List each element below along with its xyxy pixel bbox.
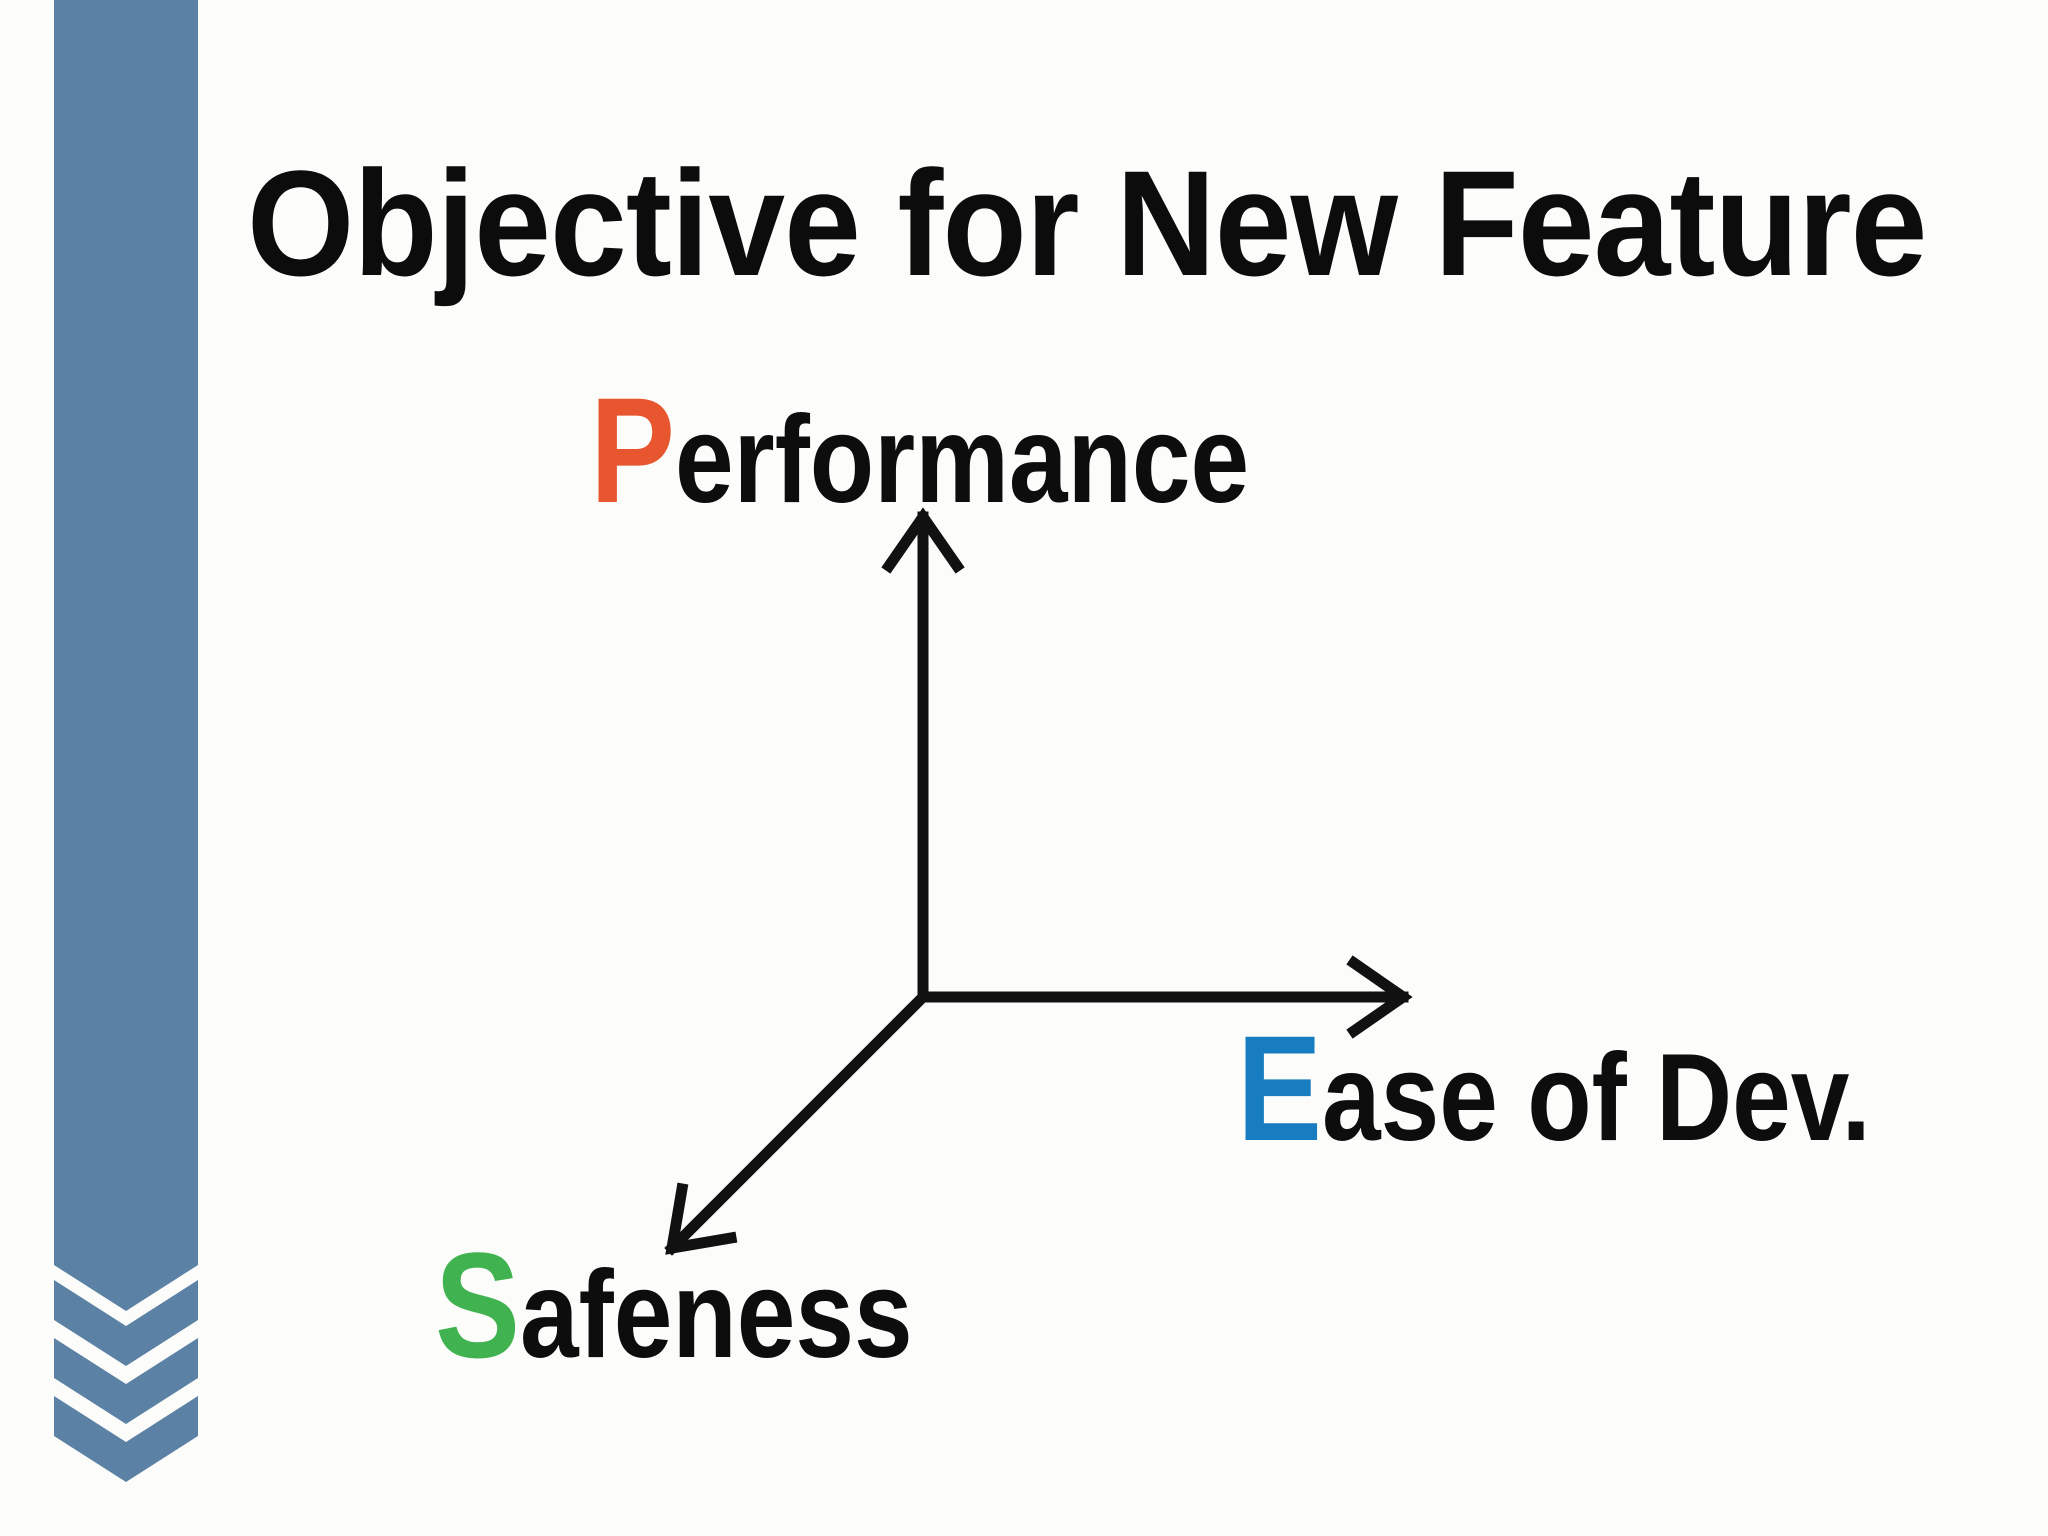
performance-label-rest: erformance xyxy=(675,391,1250,529)
slide-title: Objective for New Feature xyxy=(247,139,1927,307)
ease-initial-letter: E xyxy=(1237,1004,1323,1172)
performance-label: Performance xyxy=(590,366,1249,534)
arrowhead-down-left-icon xyxy=(665,1182,738,1255)
arrowhead-right-icon xyxy=(1346,955,1413,1039)
accent-bar xyxy=(54,0,198,1311)
safeness-label-rest: afeness xyxy=(520,1246,913,1384)
ease-of-dev-label: Ease of Dev. xyxy=(1237,1004,1871,1172)
safeness-initial-letter: S xyxy=(435,1221,521,1389)
safeness-label: Safeness xyxy=(435,1221,913,1389)
ease-label-rest: ase of Dev. xyxy=(1322,1029,1871,1167)
safeness-axis-line xyxy=(664,989,931,1256)
performance-initial-letter: P xyxy=(590,366,676,534)
arrowhead-up-icon xyxy=(881,507,965,574)
